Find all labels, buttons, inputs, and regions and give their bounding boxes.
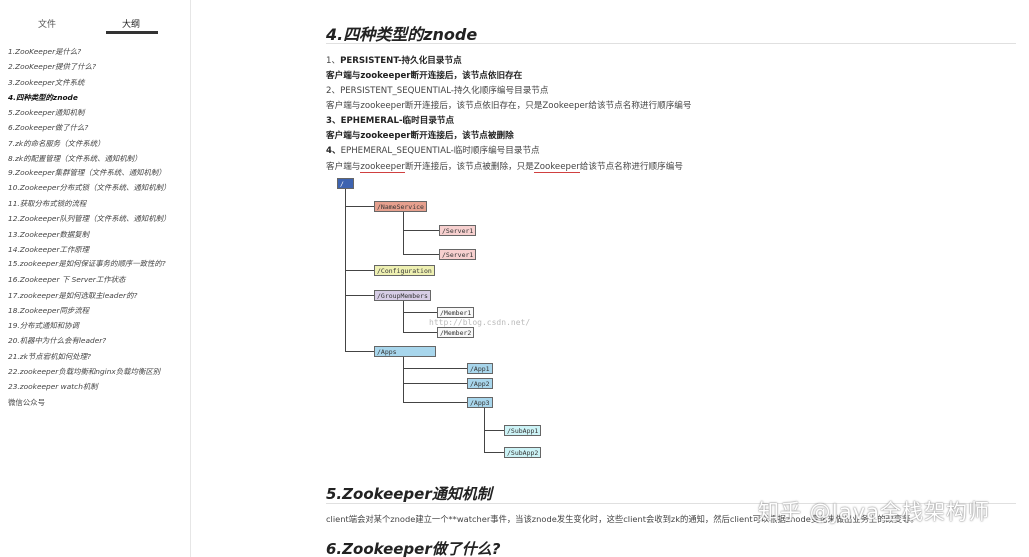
heading-notification: 5.Zookeeper通知机制 [326, 485, 492, 503]
tree-line [403, 230, 439, 231]
list-title: EPHEMERAL-临时目录节点 [340, 116, 455, 126]
text-line-2: 客户端与zookeeper断开连接后，该节点依旧存在 [326, 71, 523, 81]
outline-item-15[interactable]: 15.zookeeper是如何保证事务的顺序一致性的? [8, 259, 166, 269]
outline-item-1[interactable]: 1.ZooKeeper是什么? [8, 47, 82, 56]
tree-line [345, 295, 374, 296]
tree-line [345, 206, 374, 207]
tree-line [403, 383, 467, 384]
outline-item-3[interactable]: 3.Zookeeper文件系统 [8, 77, 85, 87]
outline-item-4[interactable]: 4.四种类型的znode [8, 92, 78, 102]
outline-item-wechat[interactable]: 微信公众号 [8, 397, 45, 407]
outline-item-5[interactable]: 5.Zookeeper通知机制 [8, 108, 85, 118]
list-number: 3、 [326, 116, 341, 126]
tree-line [345, 351, 374, 352]
tab-outline[interactable]: 大纲 [122, 20, 141, 30]
znode-tree-diagram: / /NameService /Server1 /Server1 /Config… [337, 176, 757, 466]
tree-node-subapp2: /SubApp2 [504, 447, 542, 458]
outline-item-11[interactable]: 11.获取分布式锁的流程 [8, 199, 87, 209]
tree-node-apps: /Apps [374, 346, 436, 357]
heading-znode-types: 4.四种类型的znode [326, 25, 478, 44]
list-title: PERSISTENT_SEQUENTIAL-持久化顺序编号目录节点 [340, 86, 549, 96]
text-line-1: 1、PERSISTENT-持久化目录节点 [326, 54, 462, 66]
outline-item-23[interactable]: 23.zookeeper watch机制 [8, 382, 98, 392]
tree-node-app3: /App3 [467, 397, 493, 408]
tree-line [403, 402, 467, 403]
heading-divider [326, 43, 1016, 44]
text-line-4: 客户端与zookeeper断开连接后，该节点依旧存在，只是Zookeeper给该… [326, 101, 692, 111]
text-line-7: 4、EPHEMERAL_SEQUENTIAL-临时顺序编号目录节点 [326, 144, 540, 156]
tree-node-groupmembers: /GroupMembers [374, 290, 431, 301]
tree-line [484, 452, 504, 453]
tree-node-member2: /Member2 [437, 327, 475, 338]
outline-item-14[interactable]: 14.Zookeeper工作原理 [8, 244, 90, 254]
text-line-8: 客户端与zookeeper断开连接后，该节点被删除，只是Zookeeper给该节… [326, 160, 683, 173]
blog-watermark: http://blog.csdn.net/ [429, 318, 531, 327]
tree-node-app1: /App1 [467, 363, 493, 374]
text-line-5: 3、EPHEMERAL-临时目录节点 [326, 114, 454, 126]
tree-node-subapp1: /SubApp1 [504, 425, 542, 436]
outline-item-19[interactable]: 19.分布式通知和协调 [8, 321, 79, 331]
spellcheck-word: Zookeeper [533, 162, 580, 173]
outline-item-6[interactable]: 6.Zookeeper做了什么? [8, 123, 89, 133]
document-content: 4.四种类型的znode 1、PERSISTENT-持久化目录节点 客户端与zo… [192, 0, 1029, 557]
outline-item-10[interactable]: 10.Zookeeper分布式锁（文件系统、通知机制） [8, 183, 171, 193]
tab-file[interactable]: 文件 [38, 20, 57, 30]
outline-item-16[interactable]: 16.Zookeeper 下 Server工作状态 [8, 275, 126, 285]
outline-item-18[interactable]: 18.Zookeeper同步流程 [8, 305, 90, 315]
tree-node-app2: /App2 [467, 378, 493, 389]
tree-node-member1: /Member1 [437, 307, 475, 318]
tree-line [403, 212, 404, 254]
list-title: PERSISTENT-持久化目录节点 [340, 56, 462, 66]
tree-line [403, 301, 404, 332]
outline-item-2[interactable]: 2.ZooKeeper提供了什么? [8, 62, 96, 72]
tree-node-configuration: /Configuration [374, 265, 435, 276]
outline-item-20[interactable]: 20.机器中为什么会有leader? [8, 336, 107, 346]
outline-item-7[interactable]: 7.zk的命名服务（文件系统） [8, 138, 105, 148]
tree-line [403, 332, 437, 333]
spellcheck-word: zookeeper [360, 162, 405, 173]
tree-node-server1: /Server1 [439, 225, 477, 236]
tree-line [403, 254, 439, 255]
tree-line [403, 312, 437, 313]
sidebar: 文件 大纲 1.ZooKeeper是什么? 2.ZooKeeper提供了什么? … [0, 0, 191, 557]
outline-item-9[interactable]: 9.Zookeeper集群管理（文件系统、通知机制） [8, 168, 166, 178]
outline-item-22[interactable]: 22.zookeeper负载均衡和nginx负载均衡区别 [8, 367, 161, 377]
text-seg: 断开连接后，该节点被删除，只是 [404, 162, 534, 172]
text-paragraph: client端会对某个znode建立一个**watcher事件，当该znode发… [326, 514, 919, 524]
outline-item-17[interactable]: 17.zookeeper是如何选取主leader的? [8, 290, 138, 300]
sidebar-tabs: 文件 大纲 [0, 0, 190, 36]
list-title: EPHEMERAL_SEQUENTIAL-临时顺序编号目录节点 [340, 146, 540, 156]
heading-divider [326, 503, 1016, 504]
heading-what-zookeeper-does: 6.Zookeeper做了什么? [326, 540, 501, 557]
outline-item-12[interactable]: 12.Zookeeper队列管理（文件系统、通知机制） [8, 213, 171, 223]
outline-item-13[interactable]: 13.Zookeeper数据复制 [8, 229, 90, 239]
tree-line [484, 430, 504, 431]
text-seg: 客户端与 [326, 162, 361, 172]
zhihu-watermark: 知乎 @Java全栈架构师 [758, 500, 991, 524]
text-line-3: 2、PERSISTENT_SEQUENTIAL-持久化顺序编号目录节点 [326, 84, 548, 96]
list-number: 4、 [326, 146, 341, 156]
outline-item-21[interactable]: 21.zk节点宕机如何处理? [8, 351, 91, 361]
text-line-6: 客户端与zookeeper断开连接后，该节点被删除 [326, 131, 514, 141]
tree-line [403, 357, 404, 402]
tree-node-nameservice: /NameService [374, 201, 427, 212]
list-number: 2、 [326, 86, 341, 96]
tree-node-root: / [337, 178, 354, 189]
tree-line [345, 270, 374, 271]
text-seg: 给该节点名称进行顺序编号 [579, 162, 683, 172]
tree-node-server1: /Server1 [439, 249, 477, 260]
list-number: 1、 [326, 56, 341, 66]
outline-list: 1.ZooKeeper是什么? 2.ZooKeeper提供了什么? 3.Zook… [8, 44, 184, 410]
tree-line [403, 368, 467, 369]
outline-item-8[interactable]: 8.zk的配置管理（文件系统、通知机制） [8, 154, 142, 164]
active-tab-indicator [106, 31, 158, 34]
